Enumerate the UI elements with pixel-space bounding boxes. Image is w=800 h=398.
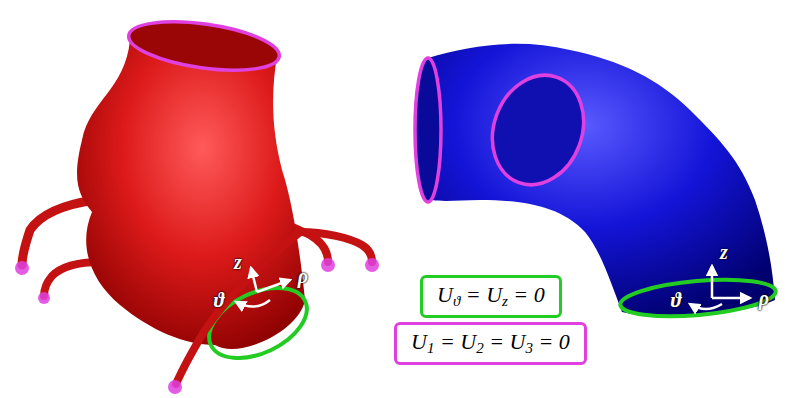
axis-label: z — [720, 242, 728, 262]
axis-label: ϑ — [671, 290, 682, 310]
equation-text: Uϑ = Uz = 0 — [437, 283, 545, 310]
blue-vessel — [415, 44, 777, 322]
axis-label: z — [234, 252, 242, 272]
axis-arrows — [236, 266, 750, 309]
boundary-condition-box: U1 = U2 = U3 = 0 — [394, 322, 587, 365]
axis-label: ρ — [298, 266, 308, 286]
boundary-condition-box: Uϑ = Uz = 0 — [420, 275, 562, 318]
equation-text: U1 = U2 = U3 = 0 — [411, 330, 570, 357]
axis-label: ρ — [759, 288, 769, 308]
axis-label: ϑ — [214, 290, 225, 310]
red-vessel — [15, 14, 379, 394]
